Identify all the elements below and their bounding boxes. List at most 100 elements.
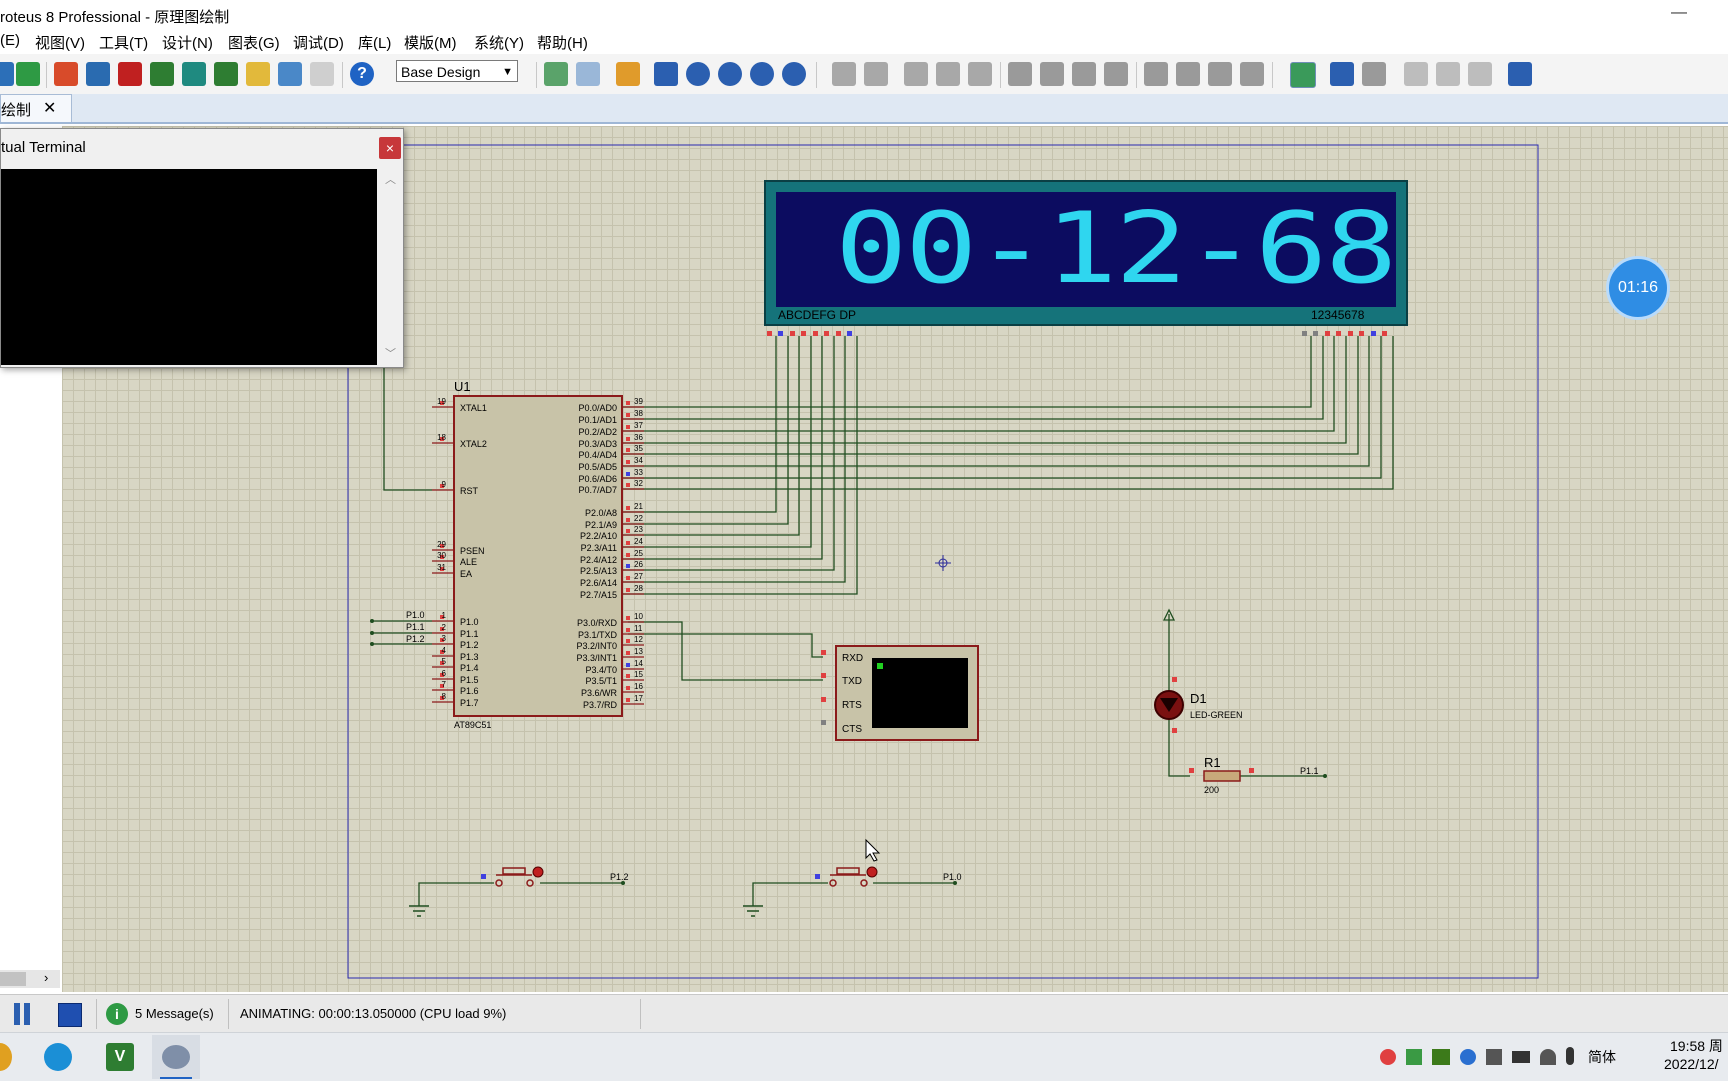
3d-icon[interactable] (150, 62, 174, 86)
zoom-all-icon[interactable] (750, 62, 774, 86)
mcu-pin-label: P3.7/RD (583, 700, 618, 710)
tab-close-icon[interactable]: ✕ (43, 100, 57, 117)
mcu-pin-number: 12 (634, 635, 643, 644)
packaging-tool-icon[interactable] (1208, 62, 1232, 86)
microphone-icon[interactable] (1566, 1047, 1574, 1065)
schematic-icon[interactable] (86, 62, 110, 86)
virtual-terminal-close-button[interactable]: × (379, 137, 401, 159)
input-method[interactable]: 简体 (1588, 1049, 1616, 1065)
mcu-pin-label: P0.5/AD5 (578, 462, 617, 472)
origin-icon[interactable] (616, 62, 640, 86)
make-device-icon[interactable] (1176, 62, 1200, 86)
block-rotate-icon[interactable] (1072, 62, 1096, 86)
block-move-icon[interactable] (1040, 62, 1064, 86)
new-sheet-icon[interactable] (1404, 62, 1428, 86)
project-notes-icon[interactable] (310, 62, 334, 86)
virtual-terminal-window[interactable]: tual Terminal × ︿ ﹀ (0, 128, 404, 368)
mcu-pin-number: 24 (634, 537, 643, 546)
schematic-drawing[interactable]: 00-12-68 ABCDEFG DP 12345678 (62, 126, 1728, 992)
virtual-terminal-scrollbar[interactable]: ︿ ﹀ (379, 169, 401, 365)
refresh-icon[interactable] (544, 62, 568, 86)
design-explorer-icon[interactable] (214, 62, 238, 86)
scrollbar-thumb[interactable] (0, 972, 26, 986)
design-select[interactable]: Base Design▼ (396, 60, 518, 82)
battery-icon[interactable] (1512, 1051, 1530, 1063)
menu-help[interactable]: 帮助(H) (537, 35, 588, 52)
scroll-down-icon[interactable]: ﹀ (385, 348, 396, 360)
exit-to-parent-icon[interactable] (1468, 62, 1492, 86)
bill-of-materials-icon[interactable] (246, 62, 270, 86)
recording-timer-badge[interactable]: 01:16 (1606, 256, 1670, 320)
tray-app-icon[interactable] (1380, 1049, 1396, 1065)
search-icon[interactable] (1330, 62, 1354, 86)
chrome-icon[interactable] (0, 1043, 12, 1071)
menu-graph[interactable]: 图表(G) (228, 35, 280, 52)
svg-text:TXD: TXD (842, 676, 862, 687)
virtual-terminal-screen[interactable] (1, 169, 377, 365)
home-icon[interactable] (54, 62, 78, 86)
decompose-icon[interactable] (1240, 62, 1264, 86)
zoom-area-icon[interactable] (782, 62, 806, 86)
wire-autorouter-icon[interactable] (1290, 62, 1316, 88)
edge-icon[interactable] (44, 1043, 72, 1071)
redo-icon[interactable] (864, 62, 888, 86)
cut-icon[interactable] (904, 62, 928, 86)
menu-library[interactable]: 库(L) (358, 35, 392, 52)
electrical-rule-check-icon[interactable] (1508, 62, 1532, 86)
mcu-left-pins: 19XTAL118XTAL29RST29PSEN30ALE31EA1P1.02P… (432, 397, 487, 708)
proteus-taskbar-button[interactable] (152, 1035, 200, 1079)
pcb-icon[interactable] (118, 62, 142, 86)
mcu-pin-number: 18 (437, 433, 446, 442)
button-p1-0: P1.0 (815, 866, 962, 887)
import-icon[interactable] (16, 62, 40, 86)
nvidia-icon[interactable] (1432, 1049, 1450, 1065)
clock-date[interactable]: 2022/12/ (1664, 1056, 1719, 1072)
menu-debug[interactable]: 调试(D) (293, 35, 344, 52)
menu-edit[interactable]: (E) (0, 32, 20, 49)
undo-icon[interactable] (832, 62, 856, 86)
remove-sheet-icon[interactable] (1436, 62, 1460, 86)
keil-icon[interactable]: V (106, 1043, 134, 1071)
grid-icon[interactable] (576, 62, 600, 86)
toolbar: ? Base Design▼ (0, 54, 1728, 95)
security-icon[interactable] (1406, 1049, 1422, 1065)
menu-template[interactable]: 模版(M) (404, 35, 457, 52)
proteus-icon (162, 1045, 190, 1069)
help-icon[interactable]: ? (350, 62, 374, 86)
save-icon[interactable] (0, 62, 14, 86)
scroll-up-icon[interactable]: ︿ (385, 174, 396, 186)
bluetooth-icon[interactable] (1460, 1049, 1476, 1065)
info-icon[interactable]: i (106, 1003, 128, 1025)
stop-icon[interactable] (58, 1003, 82, 1027)
panel-horizontal-scrollbar[interactable]: › (0, 970, 60, 988)
block-copy-icon[interactable] (1008, 62, 1032, 86)
minimize-button[interactable]: — (1671, 4, 1687, 21)
block-delete-icon[interactable] (1104, 62, 1128, 86)
wifi-icon[interactable] (1540, 1049, 1556, 1065)
chevron-right-icon[interactable]: › (44, 970, 49, 985)
pause-icon[interactable] (14, 1003, 20, 1025)
menu-tools[interactable]: 工具(T) (99, 35, 149, 52)
copy-icon[interactable] (936, 62, 960, 86)
menu-view[interactable]: 视图(V) (35, 35, 85, 52)
zoom-out-icon[interactable] (718, 62, 742, 86)
volume-icon[interactable] (1486, 1049, 1502, 1065)
pan-icon[interactable] (654, 62, 678, 86)
menu-system[interactable]: 系统(Y) (474, 35, 524, 52)
property-assignment-icon[interactable] (1362, 62, 1386, 86)
tab-schematic[interactable]: 绘制 ✕ (0, 94, 72, 122)
source-code-icon[interactable] (278, 62, 302, 86)
mcu-pin-label: P0.6/AD6 (578, 474, 617, 484)
zoom-in-icon[interactable] (686, 62, 710, 86)
mcu-pin-number: 11 (634, 624, 643, 633)
clock-time[interactable]: 19:58 周 (1670, 1038, 1723, 1054)
paste-icon[interactable] (968, 62, 992, 86)
mcu-pin-number: 31 (437, 563, 446, 572)
messages-count[interactable]: 5 Message(s) (135, 1006, 214, 1021)
pick-device-icon[interactable] (1144, 62, 1168, 86)
menu-design[interactable]: 设计(N) (162, 35, 213, 52)
gerber-icon[interactable] (182, 62, 206, 86)
